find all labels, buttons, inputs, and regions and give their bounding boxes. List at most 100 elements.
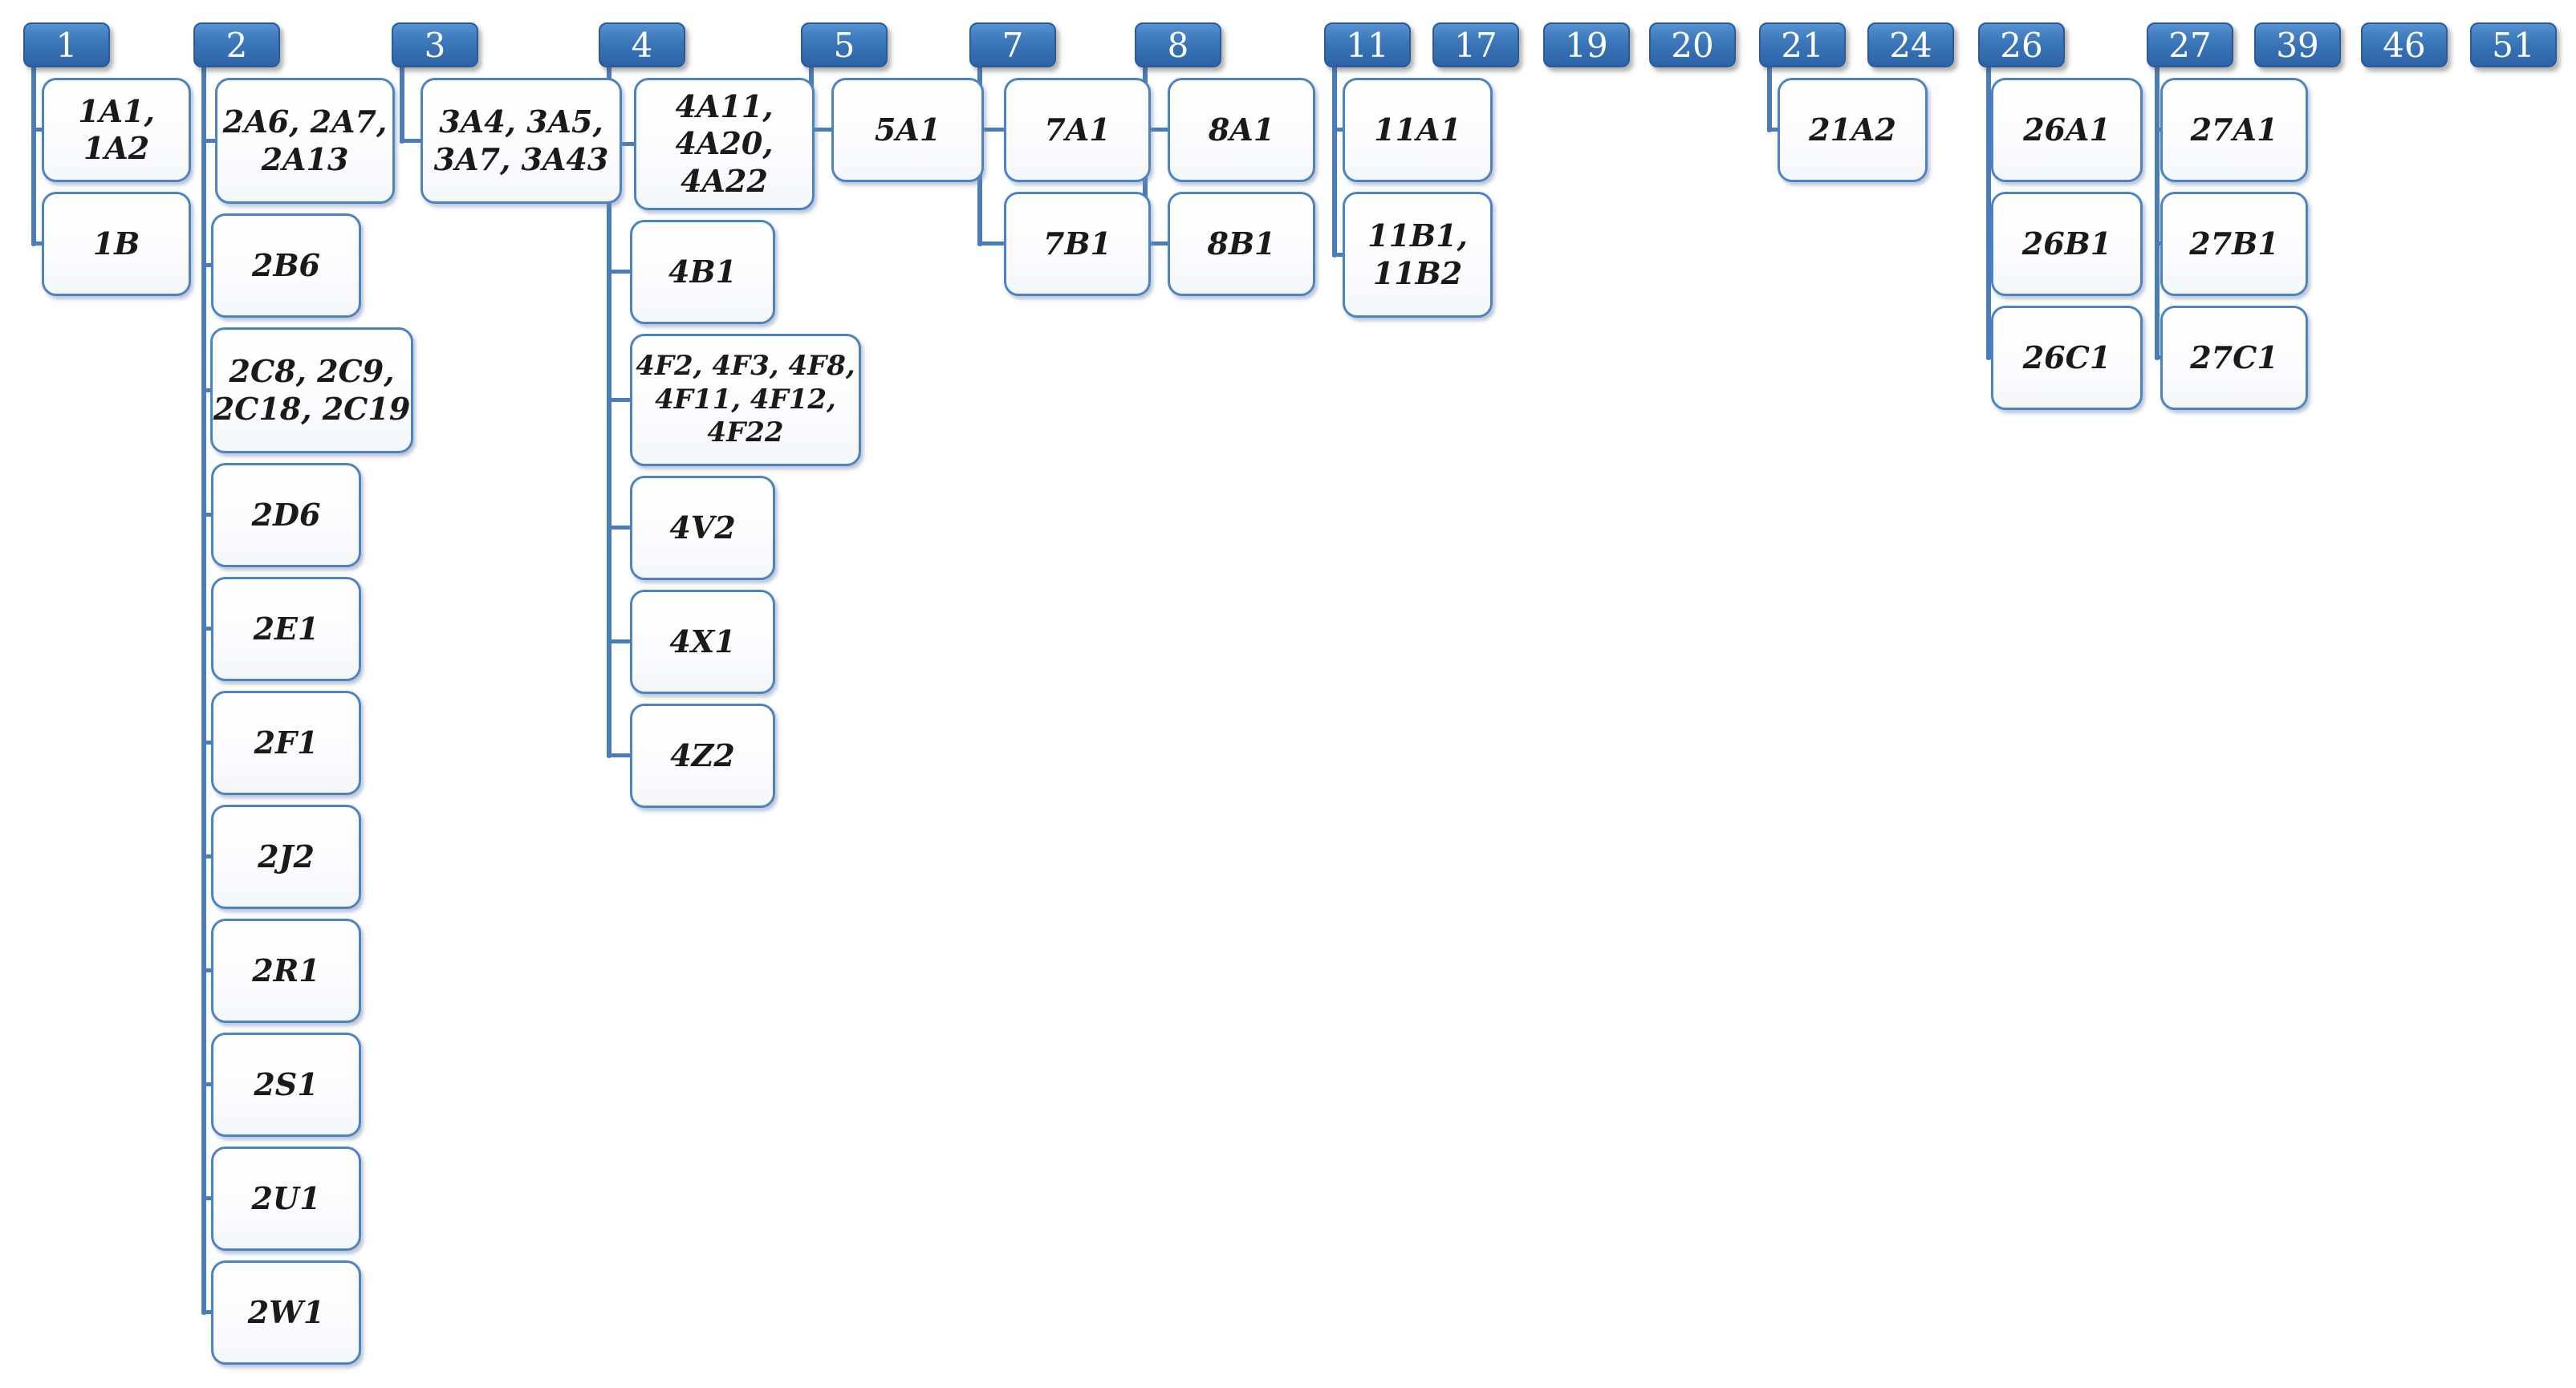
connector-line-26: [1986, 64, 1991, 360]
connector-elbow-5: [809, 128, 835, 132]
category-header-2: 2: [193, 22, 280, 67]
diagram-node: 5A1: [831, 78, 984, 182]
node-label: 4F2, 4F3, 4F8, 4F11, 4F12, 4F22: [636, 350, 855, 449]
connector-elbow-8: [1143, 241, 1171, 246]
diagram-node: 26A1: [1991, 78, 2143, 182]
node-label: 2E1: [253, 610, 319, 647]
diagram-node: 2C8, 2C9, 2C18, 2C19: [210, 327, 413, 453]
diagram-node: 1A1, 1A2: [42, 78, 191, 182]
diagram-node: 11A1: [1343, 78, 1493, 182]
category-header-51: 51: [2470, 22, 2557, 67]
diagram-node: 4Z2: [630, 704, 775, 808]
diagram-node: 26B1: [1991, 192, 2143, 296]
node-label: 4A11, 4A20, 4A22: [675, 87, 774, 199]
connector-elbow-2: [201, 263, 214, 267]
category-header-46: 46: [2361, 22, 2448, 67]
category-header-19: 19: [1543, 22, 1630, 67]
connector-elbow-21: [1767, 128, 1781, 132]
node-label: 2U1: [251, 1179, 321, 1216]
node-label: 2A6, 2A7, 2A13: [222, 103, 388, 177]
node-label: 27C1: [2190, 339, 2278, 375]
connector-elbow-7: [977, 128, 1007, 132]
diagram-node: 2J2: [211, 805, 361, 909]
connector-elbow-2: [201, 627, 214, 631]
node-label: 2R1: [252, 952, 320, 988]
node-label: 11B1, 11B2: [1367, 217, 1468, 291]
diagram-node: 2E1: [211, 577, 361, 681]
connector-elbow-2: [201, 1196, 214, 1200]
node-label: 5A1: [874, 111, 941, 148]
diagram-node: 11B1, 11B2: [1343, 192, 1493, 318]
node-label: 2W1: [247, 1293, 325, 1330]
connector-elbow-4: [607, 270, 633, 274]
node-label: 4X1: [669, 623, 736, 660]
node-label: 26B1: [2021, 225, 2112, 262]
category-header-7: 7: [969, 22, 1056, 67]
node-label: 4B1: [668, 253, 737, 290]
diagram-node: 27B1: [2160, 192, 2308, 296]
category-header-27: 27: [2147, 22, 2233, 67]
node-label: 27B1: [2189, 225, 2279, 262]
diagram-node: 4V2: [630, 476, 775, 580]
diagram-node: 3A4, 3A5, 3A7, 3A43: [421, 78, 622, 204]
diagram-node: 2F1: [211, 691, 361, 795]
connector-elbow-4: [607, 141, 637, 146]
connector-elbow-27: [2155, 128, 2164, 132]
category-header-21: 21: [1759, 22, 1846, 67]
connector-elbow-26: [1986, 355, 1994, 359]
node-label: 4Z2: [670, 737, 735, 773]
node-label: 26C1: [2022, 339, 2111, 375]
connector-line-11: [1332, 64, 1337, 258]
diagram-node: 21A2: [1778, 78, 1928, 182]
node-label: 7A1: [1044, 111, 1111, 148]
diagram-node: 26C1: [1991, 306, 2143, 410]
connector-elbow-1: [31, 241, 45, 246]
connector-elbow-2: [201, 138, 218, 143]
node-label: 8B1: [1207, 225, 1276, 262]
connector-elbow-4: [607, 526, 633, 530]
connector-elbow-1: [31, 128, 45, 132]
connector-line-4: [607, 64, 611, 758]
diagram-node: 27C1: [2160, 306, 2308, 410]
diagram-node: 4X1: [630, 590, 775, 694]
diagram-node: 8B1: [1168, 192, 1315, 296]
connector-elbow-2: [201, 854, 214, 858]
node-label: 11A1: [1374, 111, 1461, 148]
node-label: 2C8, 2C9, 2C18, 2C19: [213, 353, 411, 427]
connector-elbow-11: [1332, 252, 1346, 257]
category-header-24: 24: [1867, 22, 1954, 67]
connector-line-2: [201, 64, 206, 1315]
node-label: 1B: [92, 225, 140, 262]
connector-elbow-11: [1332, 128, 1346, 132]
category-header-39: 39: [2254, 22, 2341, 67]
connector-elbow-2: [201, 388, 213, 392]
diagram-node: 2W1: [211, 1260, 361, 1365]
node-label: 21A2: [1809, 111, 1896, 148]
connector-elbow-26: [1986, 241, 1994, 246]
node-label: 1A1, 1A2: [78, 92, 155, 166]
connector-elbow-4: [607, 639, 633, 643]
category-header-5: 5: [801, 22, 888, 67]
category-header-11: 11: [1324, 22, 1411, 67]
connector-elbow-2: [201, 1310, 214, 1314]
connector-line-21: [1767, 64, 1772, 132]
diagram-node: 2R1: [211, 919, 361, 1023]
category-header-17: 17: [1432, 22, 1519, 67]
diagram-node: 2S1: [211, 1033, 361, 1137]
node-label: 2S1: [254, 1065, 319, 1102]
diagram-node: 4A11, 4A20, 4A22: [634, 78, 815, 210]
diagram-node: 2U1: [211, 1147, 361, 1251]
connector-elbow-27: [2155, 241, 2164, 246]
connector-elbow-8: [1143, 128, 1171, 132]
node-label: 2D6: [251, 496, 321, 533]
diagram-node: 4F2, 4F3, 4F8, 4F11, 4F12, 4F22: [630, 334, 861, 466]
connector-elbow-4: [607, 397, 633, 402]
connector-elbow-26: [1986, 128, 1994, 132]
connector-elbow-7: [977, 241, 1007, 246]
category-header-8: 8: [1135, 22, 1221, 67]
category-header-1: 1: [23, 22, 110, 67]
node-label: 4V2: [669, 509, 736, 546]
node-label: 2B6: [252, 246, 320, 283]
connector-elbow-2: [201, 968, 214, 972]
